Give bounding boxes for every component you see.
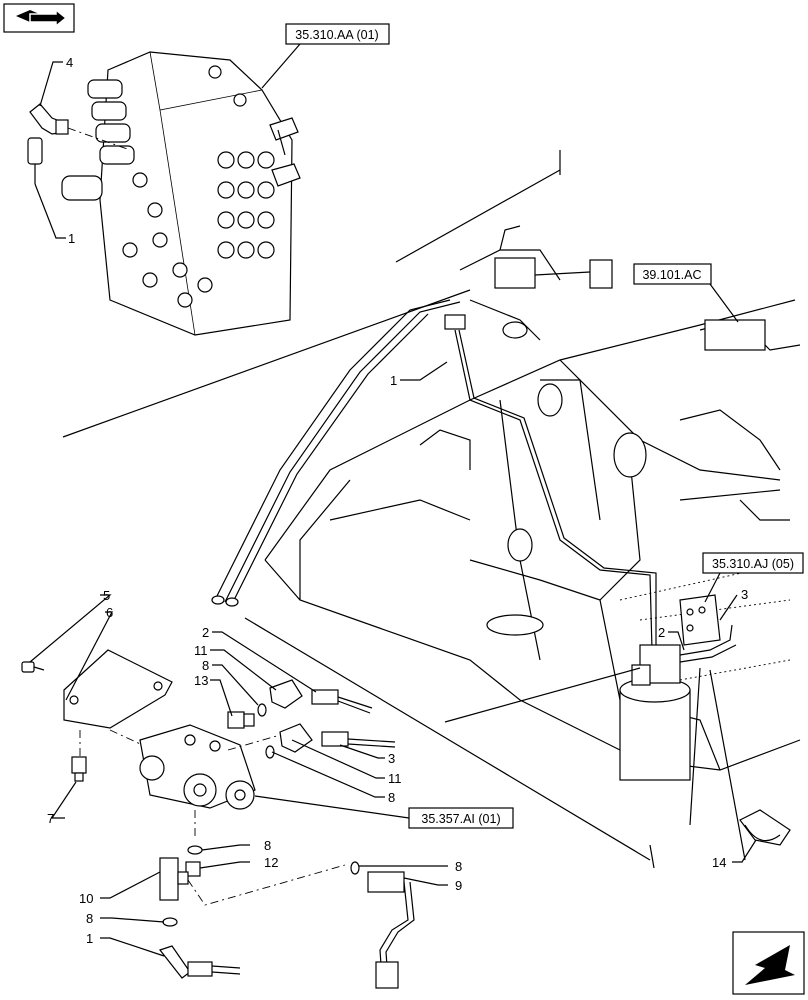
section-boundary-lines <box>62 150 746 869</box>
svg-text:35.310.AJ (05): 35.310.AJ (05) <box>712 557 794 571</box>
boom-hoses <box>211 299 461 607</box>
o-ring-8c <box>187 845 203 855</box>
callout-6: 6 <box>106 605 113 620</box>
o-ring-8a <box>257 703 267 717</box>
elbow-11a <box>269 679 303 709</box>
bracket-6 <box>63 649 173 729</box>
book-arrow-icon[interactable] <box>3 3 75 33</box>
reference-box-39-101-ac[interactable]: 39.101.AC <box>633 263 739 323</box>
pilot-line-1 <box>454 329 653 651</box>
callout-1-bottom: 1 <box>86 931 93 946</box>
screw-5 <box>21 661 45 673</box>
callout-8d: 8 <box>455 859 462 874</box>
solenoid-assembly-in-machine <box>631 594 737 686</box>
callout-11a: 11 <box>194 643 208 658</box>
callout-8c: 8 <box>264 838 271 853</box>
reference-box-35-310-aj[interactable]: 35.310.AJ (05) <box>702 552 804 603</box>
plug-12 <box>185 861 201 877</box>
callout-5: 5 <box>103 588 110 603</box>
elbow-11b <box>279 723 313 753</box>
svg-text:35.357.AI (01): 35.357.AI (01) <box>421 812 500 826</box>
o-ring-8b <box>265 745 275 759</box>
hose-3 <box>321 731 396 748</box>
pressure-switch-9 <box>367 871 415 989</box>
callout-14: 14 <box>712 855 726 870</box>
svg-text:35.310.AA (01): 35.310.AA (01) <box>295 28 378 42</box>
control-valve-block <box>61 51 301 336</box>
upper-fitting-cluster <box>444 225 613 341</box>
next-page-arrow-icon[interactable] <box>732 931 805 995</box>
o-ring-8e <box>162 917 178 927</box>
callout-1-top: 1 <box>68 231 75 246</box>
callout-2a: 2 <box>202 625 209 640</box>
callout-1-main: 1 <box>390 373 397 388</box>
callout-10: 10 <box>79 891 93 906</box>
tee-fitting-10 <box>159 857 189 901</box>
callout-8e: 8 <box>86 911 93 926</box>
svg-text:39.101.AC: 39.101.AC <box>642 268 701 282</box>
reference-box-35-310-aa[interactable]: 35.310.AA (01) <box>261 23 390 89</box>
hose-end-1-top <box>27 137 43 184</box>
o-ring-8d <box>350 861 360 875</box>
solenoid-valve-35-357 <box>139 724 256 810</box>
callout-8a: 8 <box>202 658 209 673</box>
callout-3b: 3 <box>741 587 748 602</box>
hose-2 <box>311 689 373 714</box>
hose-end-1-bottom <box>159 945 241 979</box>
reference-box-35-357-ai[interactable]: 35.357.AI (01) <box>254 795 514 829</box>
callout-7: 7 <box>47 811 54 826</box>
callout-2b: 2 <box>658 625 665 640</box>
callout-11b: 11 <box>388 771 402 786</box>
callout-numbers: 4 1 1 5 6 2 11 8 13 3 11 8 7 8 12 8 9 10… <box>47 55 748 946</box>
callout-3a: 3 <box>388 751 395 766</box>
callout-12: 12 <box>264 855 278 870</box>
callout-13: 13 <box>194 673 208 688</box>
callout-4-top: 4 <box>66 55 73 70</box>
callout-9: 9 <box>455 878 462 893</box>
callout-8b: 8 <box>388 790 395 805</box>
elbow-fitting-4 <box>29 103 69 135</box>
leader-lines <box>29 61 757 957</box>
clamp-14 <box>739 809 791 846</box>
screw-7 <box>71 756 87 782</box>
machine-upper-frame <box>264 299 801 781</box>
